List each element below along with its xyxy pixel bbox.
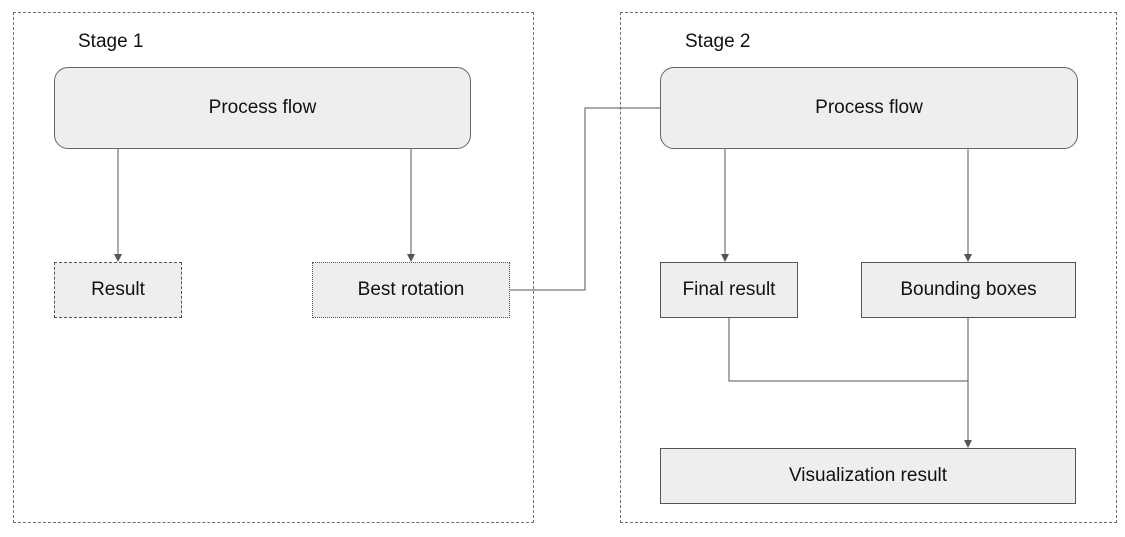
stage-2-final-result-label: Final result [682, 279, 776, 300]
stage-2-process-flow-node: Process flow [660, 67, 1078, 149]
stage-2-final-result-node: Final result [660, 262, 798, 318]
stage-2-visualization-result-label: Visualization result [788, 465, 948, 486]
stage-1-best-rotation-node: Best rotation [312, 262, 510, 318]
stage-1-result-node: Result [54, 262, 182, 318]
stage-2-title: Stage 2 [685, 31, 751, 52]
stage-2-bounding-boxes-label: Bounding boxes [900, 279, 1037, 300]
stage-2-process-flow-label: Process flow [815, 97, 923, 118]
stage-1-process-flow-node: Process flow [54, 67, 471, 149]
stage-1-best-rotation-label: Best rotation [357, 279, 465, 300]
stage-2-visualization-result-node: Visualization result [660, 448, 1076, 504]
stage-1-process-flow-label: Process flow [208, 97, 317, 118]
stage-1-result-label: Result [91, 279, 145, 300]
stage-1-title: Stage 1 [78, 31, 144, 52]
stage-2-bounding-boxes-node: Bounding boxes [861, 262, 1076, 318]
